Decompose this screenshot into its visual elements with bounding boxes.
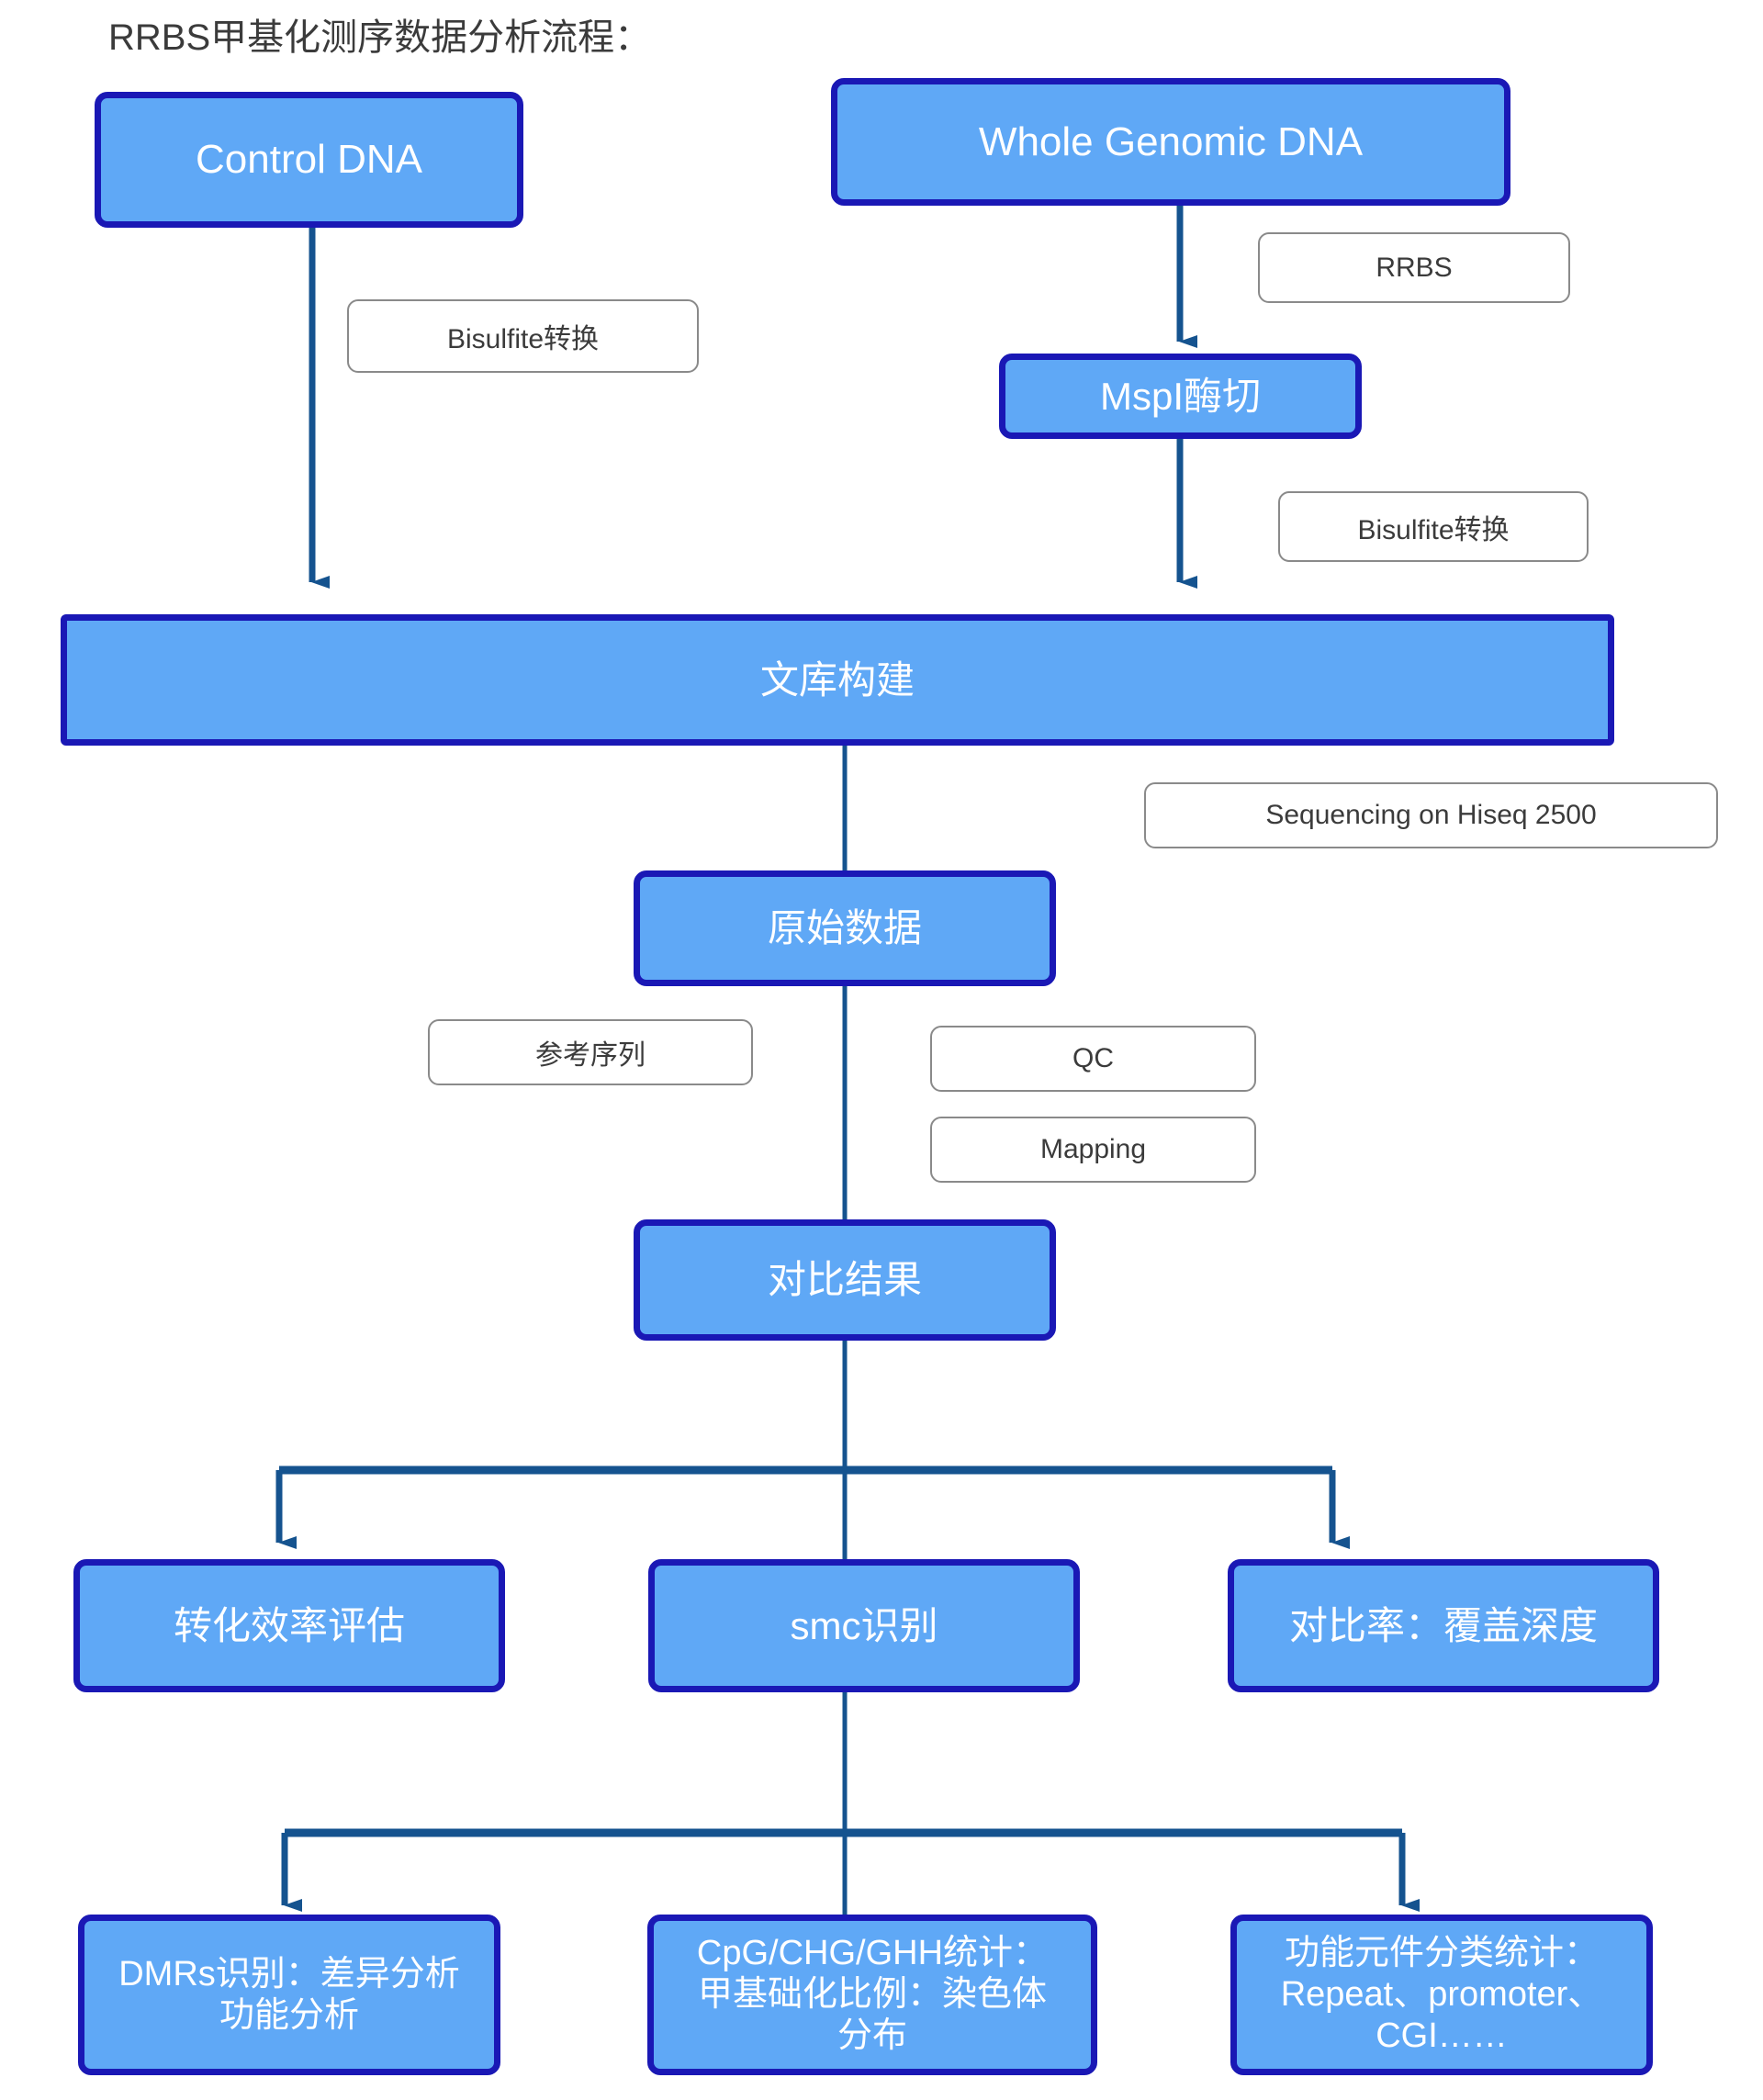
node-library-construction[interactable]: 文库构建 (61, 614, 1614, 746)
node-smc-identification-label: smc识别 (790, 1603, 938, 1647)
node-whole-genomic-dna-label: Whole Genomic DNA (978, 118, 1364, 164)
note-bisulfite-conversion-right: Bisulfite转换 (1278, 491, 1589, 562)
node-dmrs-identification[interactable]: DMRs识别：差异分析 功能分析 (78, 1915, 500, 2075)
node-mspi-digestion[interactable]: MspI酶切 (999, 354, 1362, 439)
note-bisulfite-conversion-left-label: Bisulfite转换 (446, 324, 600, 354)
node-whole-genomic-dna[interactable]: Whole Genomic DNA (831, 78, 1510, 206)
note-bisulfite-conversion-left: Bisulfite转换 (347, 299, 699, 373)
node-library-construction-label: 文库构建 (759, 657, 915, 702)
node-raw-data-label: 原始数据 (767, 906, 922, 950)
node-functional-element-statistics-label: 功能元件分类统计： Repeat、promoter、 CGI…… (1280, 1934, 1603, 2055)
note-mapping-label: Mapping (1039, 1134, 1147, 1164)
node-cpg-statistics-label: CpG/CHG/GHH统计： 甲基础化比例：染色体 分布 (696, 1934, 1049, 2055)
note-rrbs: RRBS (1258, 232, 1570, 303)
node-control-dna-label: Control DNA (196, 137, 422, 183)
node-raw-data[interactable]: 原始数据 (634, 870, 1056, 986)
node-mapping-rate-coverage-label: 对比率：覆盖深度 (1288, 1603, 1598, 1647)
note-mapping: Mapping (930, 1117, 1256, 1183)
node-alignment-result[interactable]: 对比结果 (634, 1219, 1056, 1341)
node-functional-element-statistics[interactable]: 功能元件分类统计： Repeat、promoter、 CGI…… (1230, 1915, 1653, 2075)
note-sequencing-hiseq-label: Sequencing on Hiseq 2500 (1265, 800, 1597, 830)
node-control-dna[interactable]: Control DNA (95, 92, 523, 228)
node-smc-identification[interactable]: smc识别 (648, 1559, 1080, 1692)
note-qc-label: QC (1072, 1043, 1114, 1073)
note-reference-sequence-label: 参考序列 (535, 1040, 646, 1071)
node-mapping-rate-coverage[interactable]: 对比率：覆盖深度 (1228, 1559, 1659, 1692)
node-conversion-efficiency-label: 转化效率评估 (173, 1603, 405, 1647)
node-mspi-digestion-label: MspI酶切 (1099, 374, 1261, 418)
note-rrbs-label: RRBS (1376, 252, 1453, 283)
note-qc: QC (930, 1026, 1256, 1092)
node-cpg-statistics[interactable]: CpG/CHG/GHH统计： 甲基础化比例：染色体 分布 (647, 1915, 1097, 2075)
note-sequencing-hiseq: Sequencing on Hiseq 2500 (1144, 782, 1718, 848)
node-alignment-result-label: 对比结果 (767, 1258, 922, 1302)
page-title: RRBS甲基化测序数据分析流程： (108, 17, 652, 58)
node-dmrs-identification-label: DMRs识别：差异分析 功能分析 (118, 1954, 460, 2035)
note-bisulfite-conversion-right-label: Bisulfite转换 (1357, 514, 1510, 545)
note-reference-sequence: 参考序列 (428, 1019, 753, 1085)
node-conversion-efficiency[interactable]: 转化效率评估 (73, 1559, 505, 1692)
